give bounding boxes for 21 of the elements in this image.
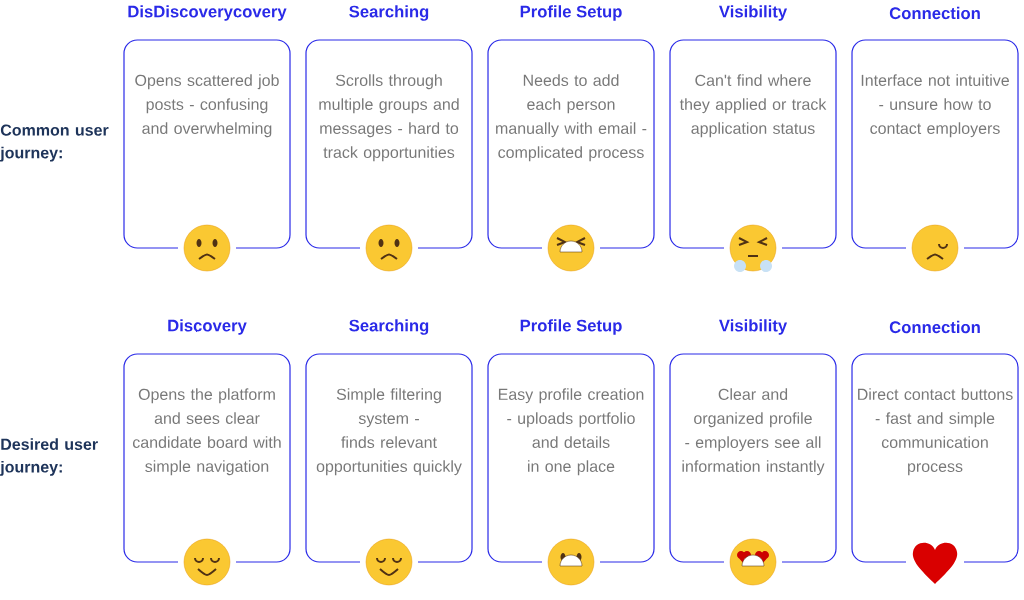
card: Needs to add each person manually with email - complicated process [487, 39, 655, 249]
card-heading: Connection [889, 320, 980, 334]
card: Opens scattered job posts - confusing and overwhelming [123, 39, 291, 249]
card: Interface not intuitive - unsure how to contact employers [851, 39, 1019, 249]
card: Opens the platform and sees clear candidate board with simple navigation [123, 353, 291, 563]
card-heading: Profile Setup [520, 5, 622, 21]
card: Direct contact buttons - fast and simple communication process [851, 353, 1019, 563]
card-heading: Profile Setup [520, 319, 622, 335]
card-heading: Visibility [719, 319, 788, 335]
card-heading: Searching [349, 319, 429, 335]
card: Scrolls through multiple groups and messages - hard to track opportunities [305, 39, 473, 249]
card-heading: Discovery [168, 319, 247, 335]
card: Clear and organized profile - employers see all information instantly [669, 353, 837, 563]
card-heading: Searching [349, 5, 429, 21]
card: Simple filtering system - finds relevant opportunities quickly [305, 353, 473, 563]
row-label: Desired user journey: [0, 438, 98, 476]
card-heading: Connection [889, 6, 980, 20]
card: Easy profile creation - uploads portfolio and details in one place [487, 353, 655, 563]
card: Can't find where they applied or track application status [669, 39, 837, 249]
card-heading: DisDiscoverycovery [128, 5, 287, 21]
card-heading: Visibility [719, 5, 788, 21]
